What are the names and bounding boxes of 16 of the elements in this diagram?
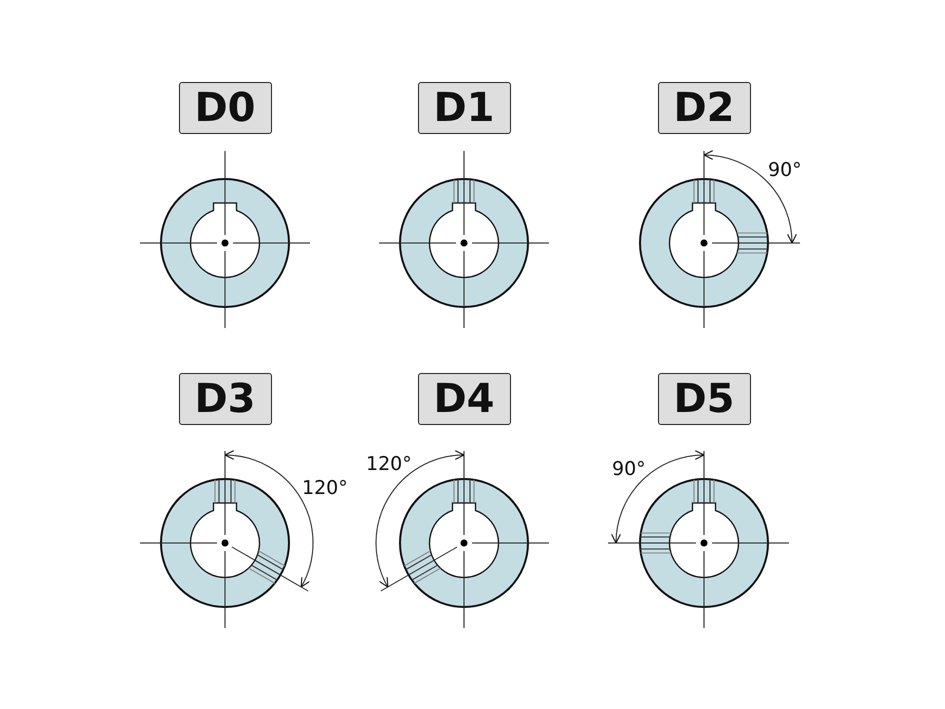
- angle-label: 90°: [612, 460, 646, 479]
- label-box: [418, 373, 510, 425]
- label-box: [658, 82, 750, 134]
- panel-label: D0: [194, 88, 256, 128]
- label-box: [178, 373, 272, 425]
- label-box: [178, 82, 272, 134]
- angle-label: 120°: [366, 455, 412, 474]
- angle-label: 90°: [768, 161, 802, 180]
- label-box: [418, 82, 510, 134]
- label-box: [658, 373, 750, 425]
- panel-label: D3: [194, 379, 256, 419]
- panel-label: D5: [673, 379, 735, 419]
- panel-label: D4: [433, 379, 495, 419]
- angle-label: 120°: [302, 479, 348, 498]
- panel-label: D1: [433, 88, 495, 128]
- panel-label: D2: [673, 88, 735, 128]
